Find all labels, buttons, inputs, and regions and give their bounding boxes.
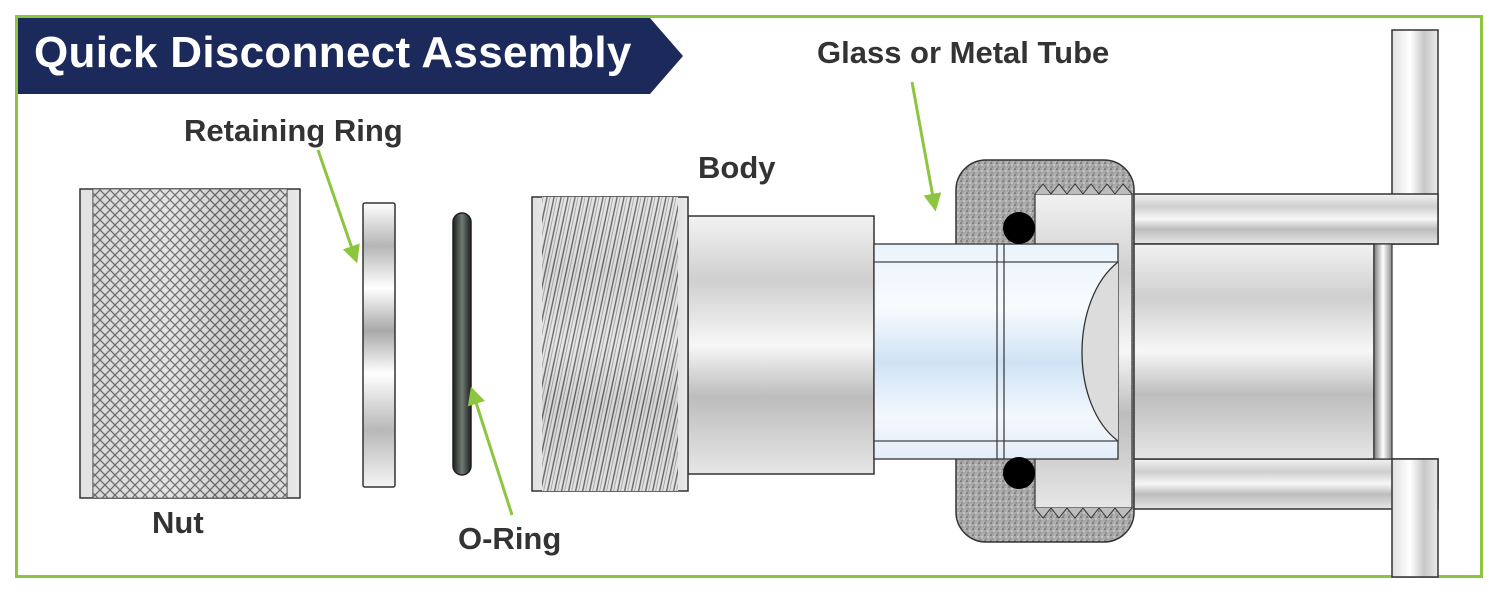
body-part xyxy=(531,196,875,492)
label-body: Body xyxy=(698,150,776,185)
o-ring-part xyxy=(452,212,472,476)
label-o-ring: O-Ring xyxy=(458,521,562,556)
label-nut: Nut xyxy=(152,505,204,540)
retaining-ring-arrow xyxy=(316,149,360,264)
glass-tube-part xyxy=(873,243,1119,460)
diagram-title: Quick Disconnect Assembly xyxy=(34,28,632,77)
label-glass-tube: Glass or Metal Tube xyxy=(817,35,1110,70)
retaining-ring-part xyxy=(362,202,396,488)
o-ring-arrow xyxy=(467,386,514,516)
o-ring-section-top xyxy=(1003,212,1035,244)
housing-part xyxy=(1117,29,1439,578)
title-banner xyxy=(18,18,683,94)
nut-part xyxy=(79,188,301,499)
o-ring-section-bottom xyxy=(1003,457,1035,489)
label-retaining-ring: Retaining Ring xyxy=(184,113,403,148)
glass-tube-arrow xyxy=(910,81,942,212)
